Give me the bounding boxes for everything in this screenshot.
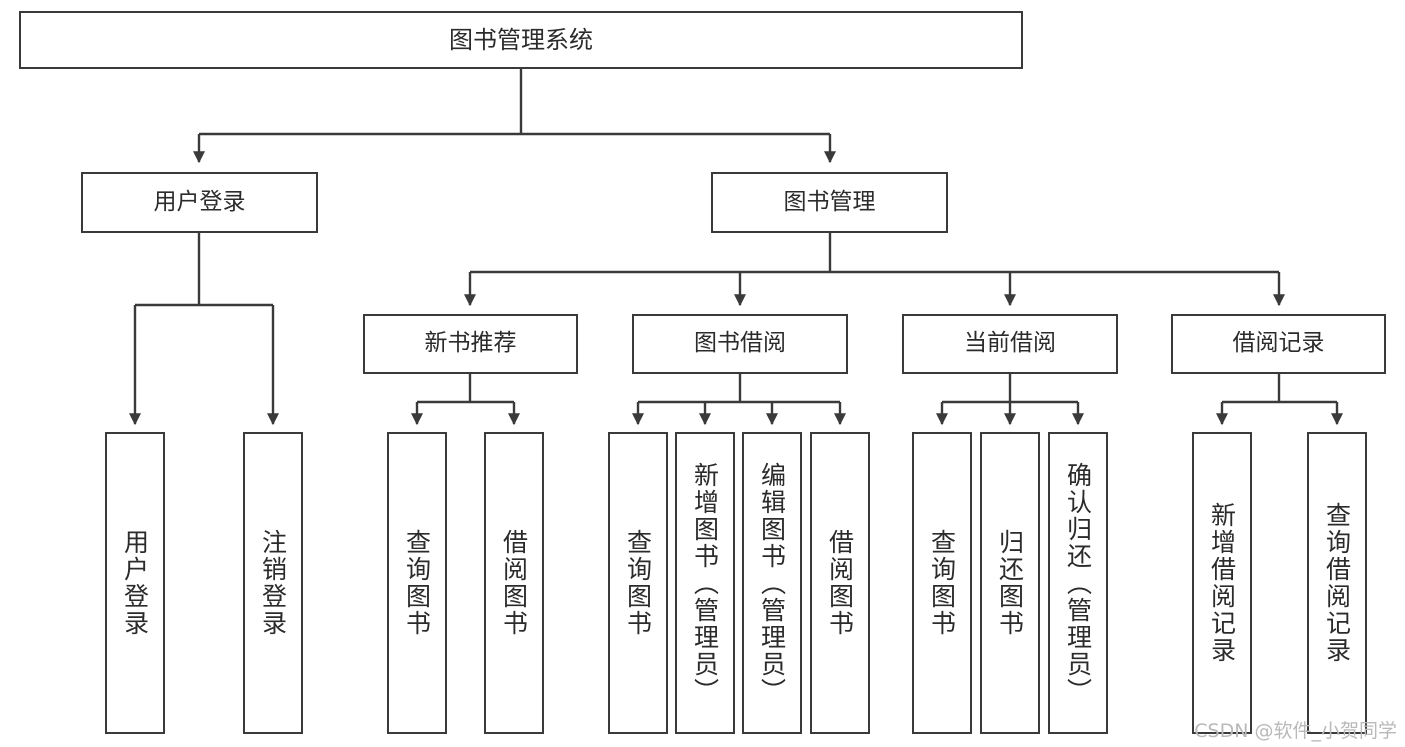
node-leaf-borrow-book-2[interactable]: 借阅图书 — [810, 432, 870, 734]
node-borrow-record[interactable]: 借阅记录 — [1171, 314, 1386, 374]
node-leaf-return-book[interactable]: 归还图书 — [980, 432, 1040, 734]
csdn-watermark: CSDN @软件_小贺同学 — [1194, 720, 1397, 742]
node-leaf-confirm-return[interactable]: 确认归还（管理员） — [1048, 432, 1108, 734]
node-leaf-query-book-2-label: 查询图书 — [623, 529, 653, 637]
node-new-book-recommend[interactable]: 新书推荐 — [363, 314, 578, 374]
node-leaf-borrow-book-1[interactable]: 借阅图书 — [484, 432, 544, 734]
node-user-login[interactable]: 用户登录 — [81, 172, 318, 233]
node-leaf-query-book-3-label: 查询图书 — [927, 529, 957, 637]
node-book-borrow[interactable]: 图书借阅 — [632, 314, 848, 374]
node-leaf-query-book-3[interactable]: 查询图书 — [912, 432, 972, 734]
node-leaf-query-book-2[interactable]: 查询图书 — [608, 432, 668, 734]
node-leaf-borrow-book-2-label: 借阅图书 — [825, 529, 855, 637]
node-leaf-query-book-1[interactable]: 查询图书 — [387, 432, 447, 734]
node-borrow-record-label: 借阅记录 — [1232, 330, 1325, 357]
node-leaf-add-book-label: 新增图书（管理员） — [690, 461, 720, 705]
node-root-label: 图书管理系统 — [449, 25, 593, 54]
node-leaf-query-record-label: 查询借阅记录 — [1322, 502, 1352, 664]
node-new-book-recommend-label: 新书推荐 — [424, 330, 517, 357]
node-book-management-label: 图书管理 — [783, 188, 876, 215]
node-leaf-return-book-label: 归还图书 — [995, 529, 1025, 637]
node-leaf-confirm-return-label: 确认归还（管理员） — [1063, 461, 1093, 705]
node-leaf-logout[interactable]: 注销登录 — [243, 432, 303, 734]
node-leaf-edit-book-label: 编辑图书（管理员） — [757, 461, 787, 705]
node-book-borrow-label: 图书借阅 — [694, 330, 786, 357]
node-current-borrow-label: 当前借阅 — [964, 330, 1056, 357]
node-leaf-query-book-1-label: 查询图书 — [402, 529, 432, 637]
node-leaf-user-login[interactable]: 用户登录 — [105, 432, 165, 734]
node-leaf-borrow-book-1-label: 借阅图书 — [499, 529, 529, 637]
node-user-login-label: 用户登录 — [153, 188, 246, 215]
node-leaf-logout-label: 注销登录 — [258, 529, 288, 637]
node-book-management[interactable]: 图书管理 — [711, 172, 948, 233]
node-root-system[interactable]: 图书管理系统 — [19, 11, 1023, 69]
node-leaf-user-login-label: 用户登录 — [120, 529, 150, 637]
node-leaf-add-record[interactable]: 新增借阅记录 — [1192, 432, 1252, 734]
node-leaf-query-record[interactable]: 查询借阅记录 — [1307, 432, 1367, 734]
node-leaf-add-record-label: 新增借阅记录 — [1207, 502, 1237, 664]
node-current-borrow[interactable]: 当前借阅 — [902, 314, 1118, 374]
node-leaf-edit-book[interactable]: 编辑图书（管理员） — [742, 432, 802, 734]
node-leaf-add-book[interactable]: 新增图书（管理员） — [675, 432, 735, 734]
